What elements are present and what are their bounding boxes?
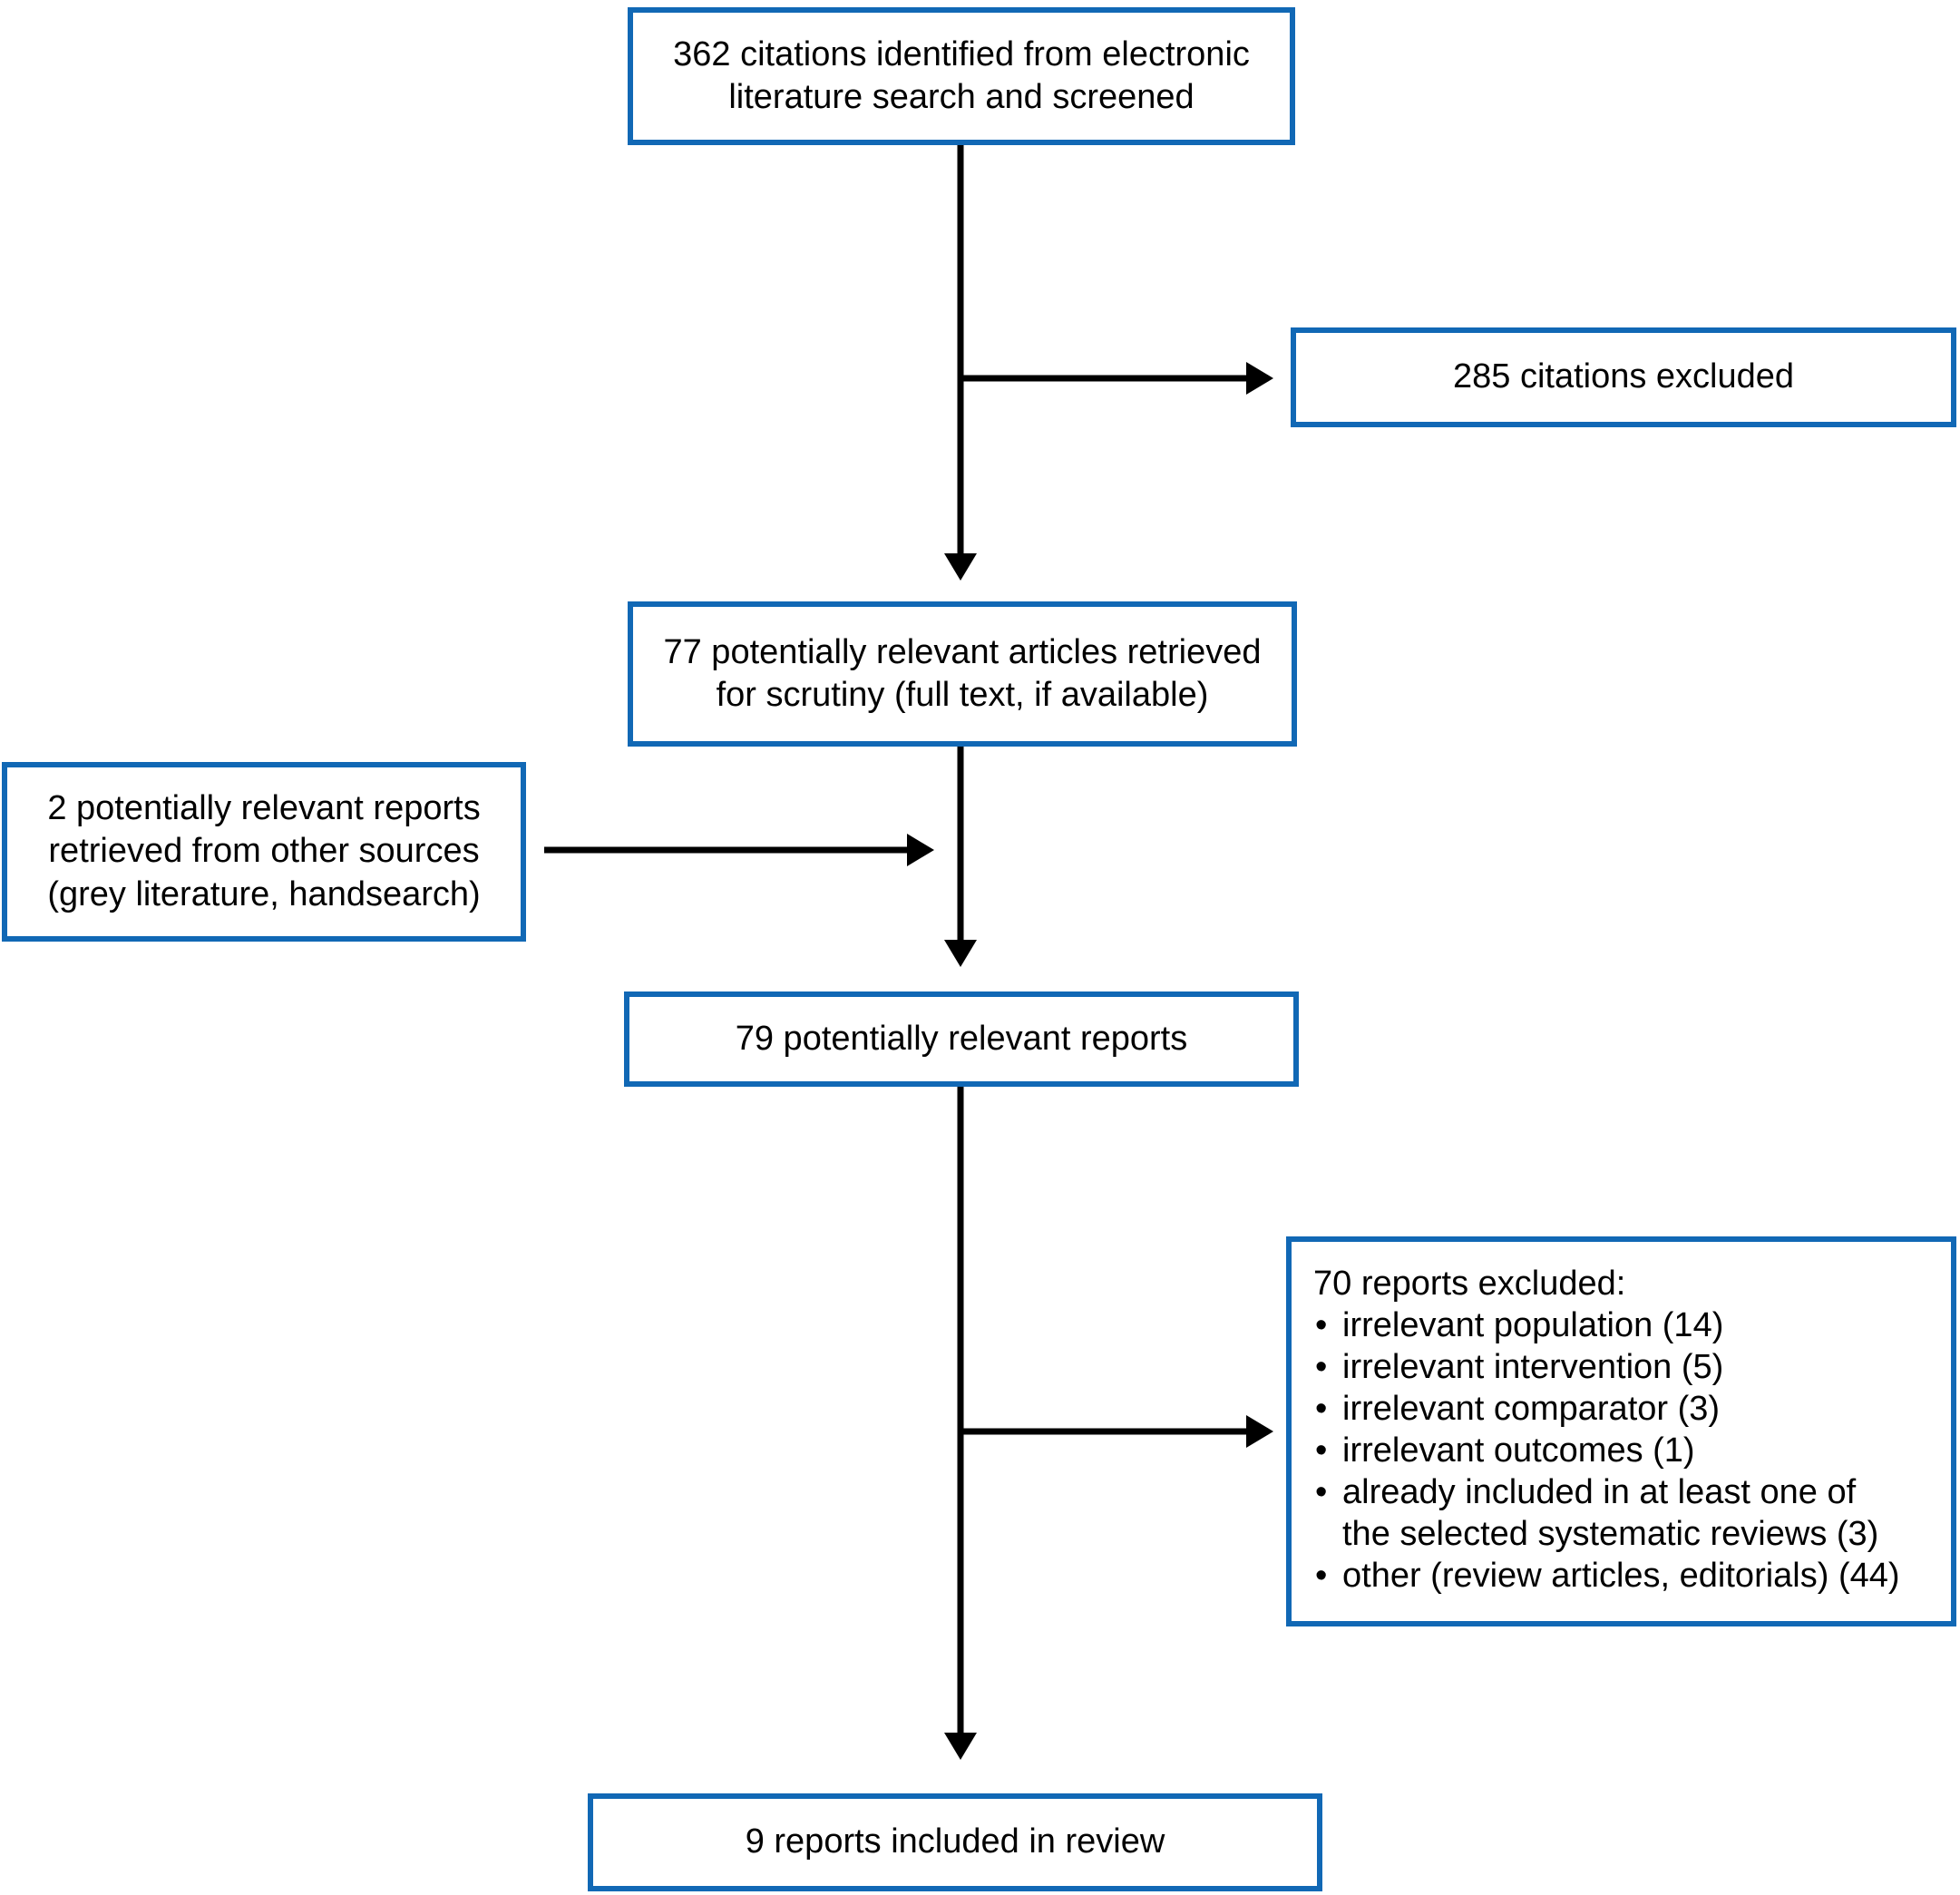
other-sources-text: 2 potentially relevant reports retrieved… xyxy=(47,788,481,913)
excluded-reason-item: irrelevant intervention (5) xyxy=(1312,1347,1900,1389)
excluded-reason-item: irrelevant population (14) xyxy=(1312,1305,1900,1347)
arrow-to-reports-excluded-icon xyxy=(958,1415,1273,1448)
box-reports-included: 9 reports included in review xyxy=(588,1793,1322,1891)
excluded-reason-item: already included in at least one of the … xyxy=(1312,1472,1900,1556)
relevant-reports-text: 79 potentially relevant reports xyxy=(735,1019,1188,1058)
box-citations-excluded: 285 citations excluded xyxy=(1291,327,1956,427)
articles-retrieved-text: 77 potentially relevant articles retriev… xyxy=(663,632,1262,715)
box-citations-identified: 362 citations identified from electronic… xyxy=(628,7,1295,145)
excluded-reason-item: other (review articles, editorials) (44) xyxy=(1312,1556,1900,1597)
box-reports-excluded: 70 reports excluded: irrelevant populati… xyxy=(1286,1236,1956,1626)
excluded-reason-item: irrelevant comparator (3) xyxy=(1312,1389,1900,1431)
excluded-reason-item: irrelevant outcomes (1) xyxy=(1312,1431,1900,1472)
arrow-retrieved-to-relevant-icon xyxy=(944,747,977,967)
arrow-relevant-to-included-icon xyxy=(944,1087,977,1760)
box-other-sources: 2 potentially relevant reports retrieved… xyxy=(2,762,526,942)
box-relevant-reports: 79 potentially relevant reports xyxy=(624,991,1299,1087)
reports-excluded-list: irrelevant population (14) irrelevant in… xyxy=(1312,1305,1900,1597)
citations-identified-text: 362 citations identified from electronic… xyxy=(673,34,1250,117)
arrow-identified-to-retrieved-icon xyxy=(944,145,977,581)
citations-excluded-text: 285 citations excluded xyxy=(1452,357,1795,396)
reports-included-text: 9 reports included in review xyxy=(745,1822,1165,1861)
box-articles-retrieved: 77 potentially relevant articles retriev… xyxy=(628,601,1297,747)
reports-excluded-title: 70 reports excluded: xyxy=(1313,1265,1626,1303)
arrow-to-citations-excluded-icon xyxy=(958,362,1273,395)
arrow-other-sources-to-flow-icon xyxy=(544,834,934,866)
reports-excluded-content: 70 reports excluded: irrelevant populati… xyxy=(1292,1242,1920,1619)
